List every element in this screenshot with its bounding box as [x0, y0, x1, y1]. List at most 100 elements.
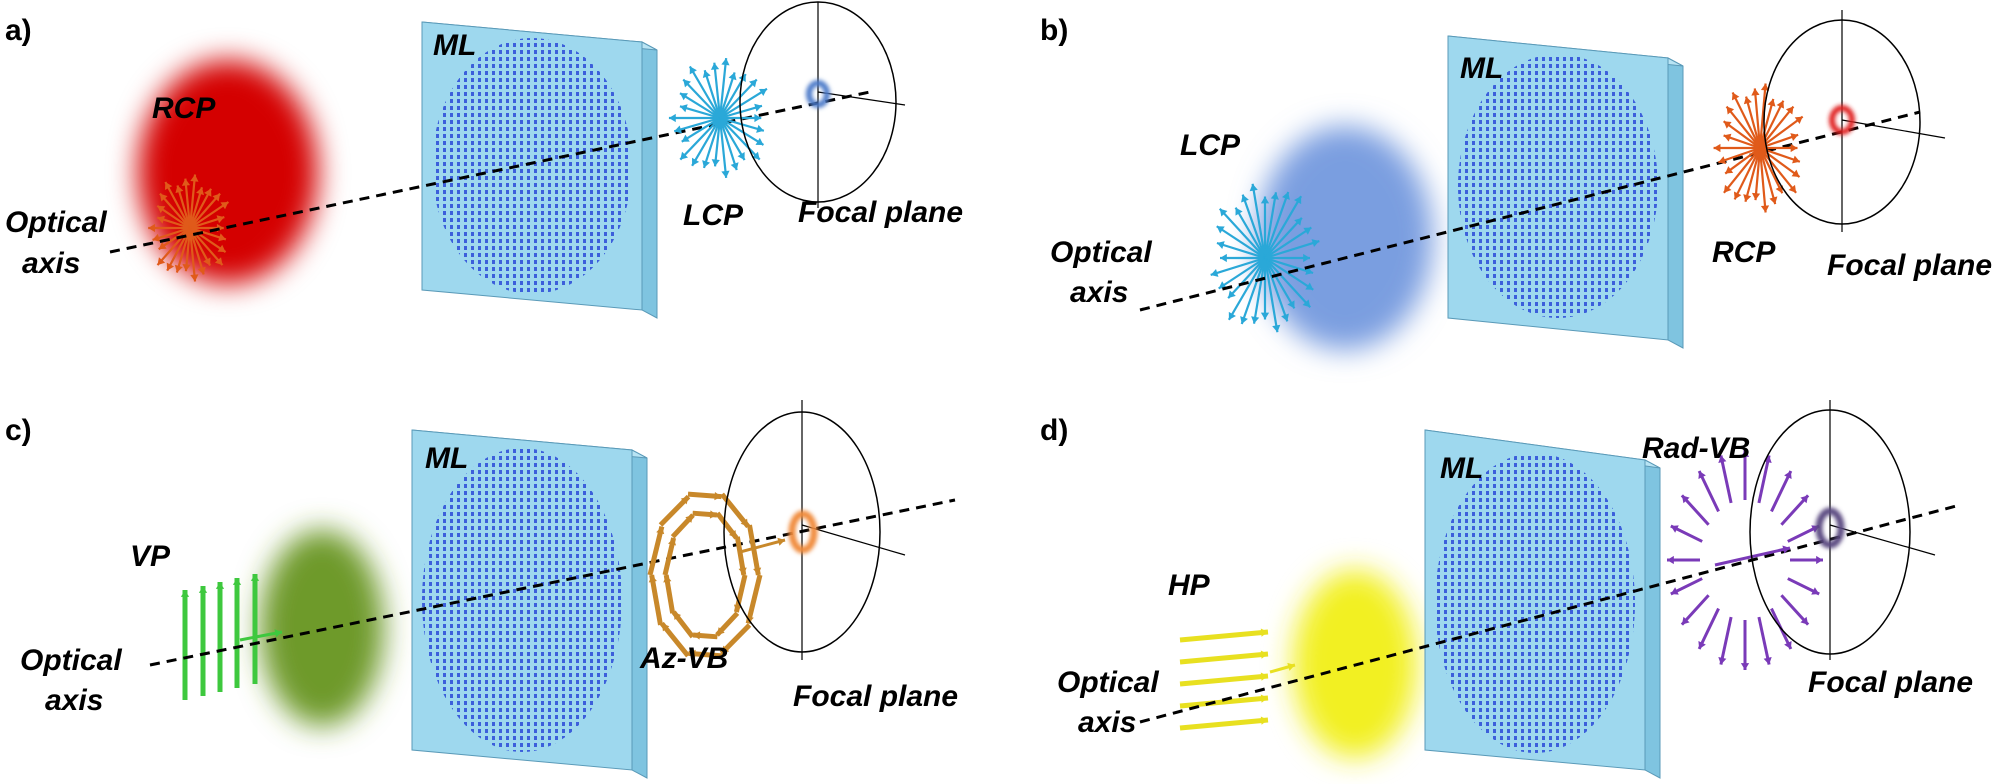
arrow-head [716, 627, 725, 635]
arrow-head [656, 526, 665, 535]
arrow-head [175, 185, 184, 194]
arrow-head [1294, 196, 1302, 205]
arrow-head [1272, 324, 1281, 333]
arrow-head [1733, 191, 1742, 200]
polarization-arrow [702, 117, 722, 169]
arrow-head [714, 491, 722, 501]
polarization-arrow [1179, 629, 1269, 643]
polarization-arrow [189, 227, 227, 253]
arrow-head [737, 152, 745, 161]
arrow-head [1287, 300, 1295, 309]
axis-label-line1: Optical [20, 644, 122, 677]
arrow-head [1241, 194, 1249, 203]
polarization-arrow [1216, 241, 1266, 260]
arrow-head [1763, 657, 1772, 665]
polarization-arrow [1263, 257, 1289, 322]
arrow-head [164, 181, 173, 190]
arrow-head [197, 266, 206, 275]
metalens [411, 429, 648, 779]
arrow-head [749, 79, 757, 88]
axis-label-line2: axis [45, 684, 103, 717]
polarization-arrow [184, 178, 192, 229]
arrow-head [673, 612, 682, 621]
arrow-head [689, 66, 697, 75]
arrow-head [721, 170, 730, 178]
polarization-arrow [1731, 91, 1761, 149]
panel-a: a) RCP ML LCP Optical axis Focal plane [5, 1, 963, 319]
polarization-arrow [166, 227, 191, 272]
metalens-label: ML [425, 442, 468, 475]
polarization-arrow [1264, 257, 1314, 291]
polarization-arrow [175, 227, 192, 273]
arrow-head [203, 257, 211, 266]
arrow-head [181, 178, 191, 186]
focal-plane-label: Focal plane [1827, 249, 1992, 282]
arrow-head [157, 257, 166, 266]
focal-plane-label: Focal plane [793, 680, 958, 713]
arrow-head [1251, 316, 1260, 324]
polarization-arrow [1745, 96, 1762, 149]
input-polarization-arrows [1179, 628, 1296, 731]
polarization-arrow [659, 621, 690, 658]
input-beam-spot [260, 530, 384, 726]
arrow-head [232, 578, 242, 585]
output-beam-label: Az-VB [639, 642, 728, 675]
arrow-head [1792, 155, 1800, 164]
polarization-arrow [156, 227, 191, 266]
arrow-head [702, 160, 711, 168]
optical-axis [149, 498, 956, 667]
arrow-head [754, 113, 762, 123]
arrow-head [159, 193, 168, 202]
polarization-arrow [673, 116, 721, 133]
polarization-arrow [747, 524, 761, 576]
arrow-head [1260, 312, 1270, 320]
polarization-arrow [1770, 470, 1793, 513]
arrow-head [1718, 657, 1727, 665]
arrow-head [1718, 156, 1727, 165]
arrow-head [1305, 282, 1314, 290]
arrow-head [679, 104, 688, 113]
arrow-head [710, 62, 720, 70]
polarization-arrow [679, 105, 721, 120]
panel-label: a) [5, 14, 32, 47]
polarization-arrow [1227, 257, 1266, 299]
arrow-head [1303, 227, 1312, 235]
input-polarization-arrows [180, 574, 283, 700]
arrow-head [1281, 313, 1289, 322]
polarization-arrow [1758, 147, 1767, 213]
arrow-head [756, 124, 764, 133]
arrow-head [157, 215, 166, 224]
polarization-arrow [703, 69, 722, 119]
panel-b: b) LCP ML RCP Optical axis Focal plane [1040, 10, 1992, 350]
arrow-head [1282, 192, 1290, 200]
polarization-arrow [679, 92, 721, 119]
arrow-head [1723, 133, 1732, 142]
arrow-head [709, 510, 717, 519]
input-beam-label: LCP [1180, 129, 1241, 162]
arrow-head [683, 79, 691, 88]
arrow-head [753, 567, 762, 575]
polarization-arrow [1179, 717, 1269, 731]
axis-label-line1: Optical [1057, 666, 1159, 699]
arrow-head [1670, 525, 1679, 533]
arrow-head [1270, 192, 1279, 200]
arrow-head [1260, 694, 1268, 703]
arrow-head [1681, 616, 1690, 625]
polarization-arrow [1263, 192, 1278, 259]
polarization-arrow [189, 188, 212, 229]
focal-plane [739, 1, 906, 208]
arrow-head [1216, 226, 1225, 234]
arrow-head [679, 93, 688, 101]
arrow-head [740, 518, 749, 527]
arrow-head [674, 125, 682, 134]
arrow-head [1816, 555, 1823, 565]
arrow-head [1698, 471, 1706, 479]
arrow-head [688, 649, 696, 659]
arrow-head [680, 151, 689, 160]
polarization-arrow [713, 117, 722, 167]
focal-spot [1829, 105, 1855, 135]
arrow-head [182, 263, 191, 272]
panel-label: d) [1040, 414, 1068, 447]
arrow-head [1235, 207, 1243, 216]
arrow-head [1751, 88, 1760, 96]
